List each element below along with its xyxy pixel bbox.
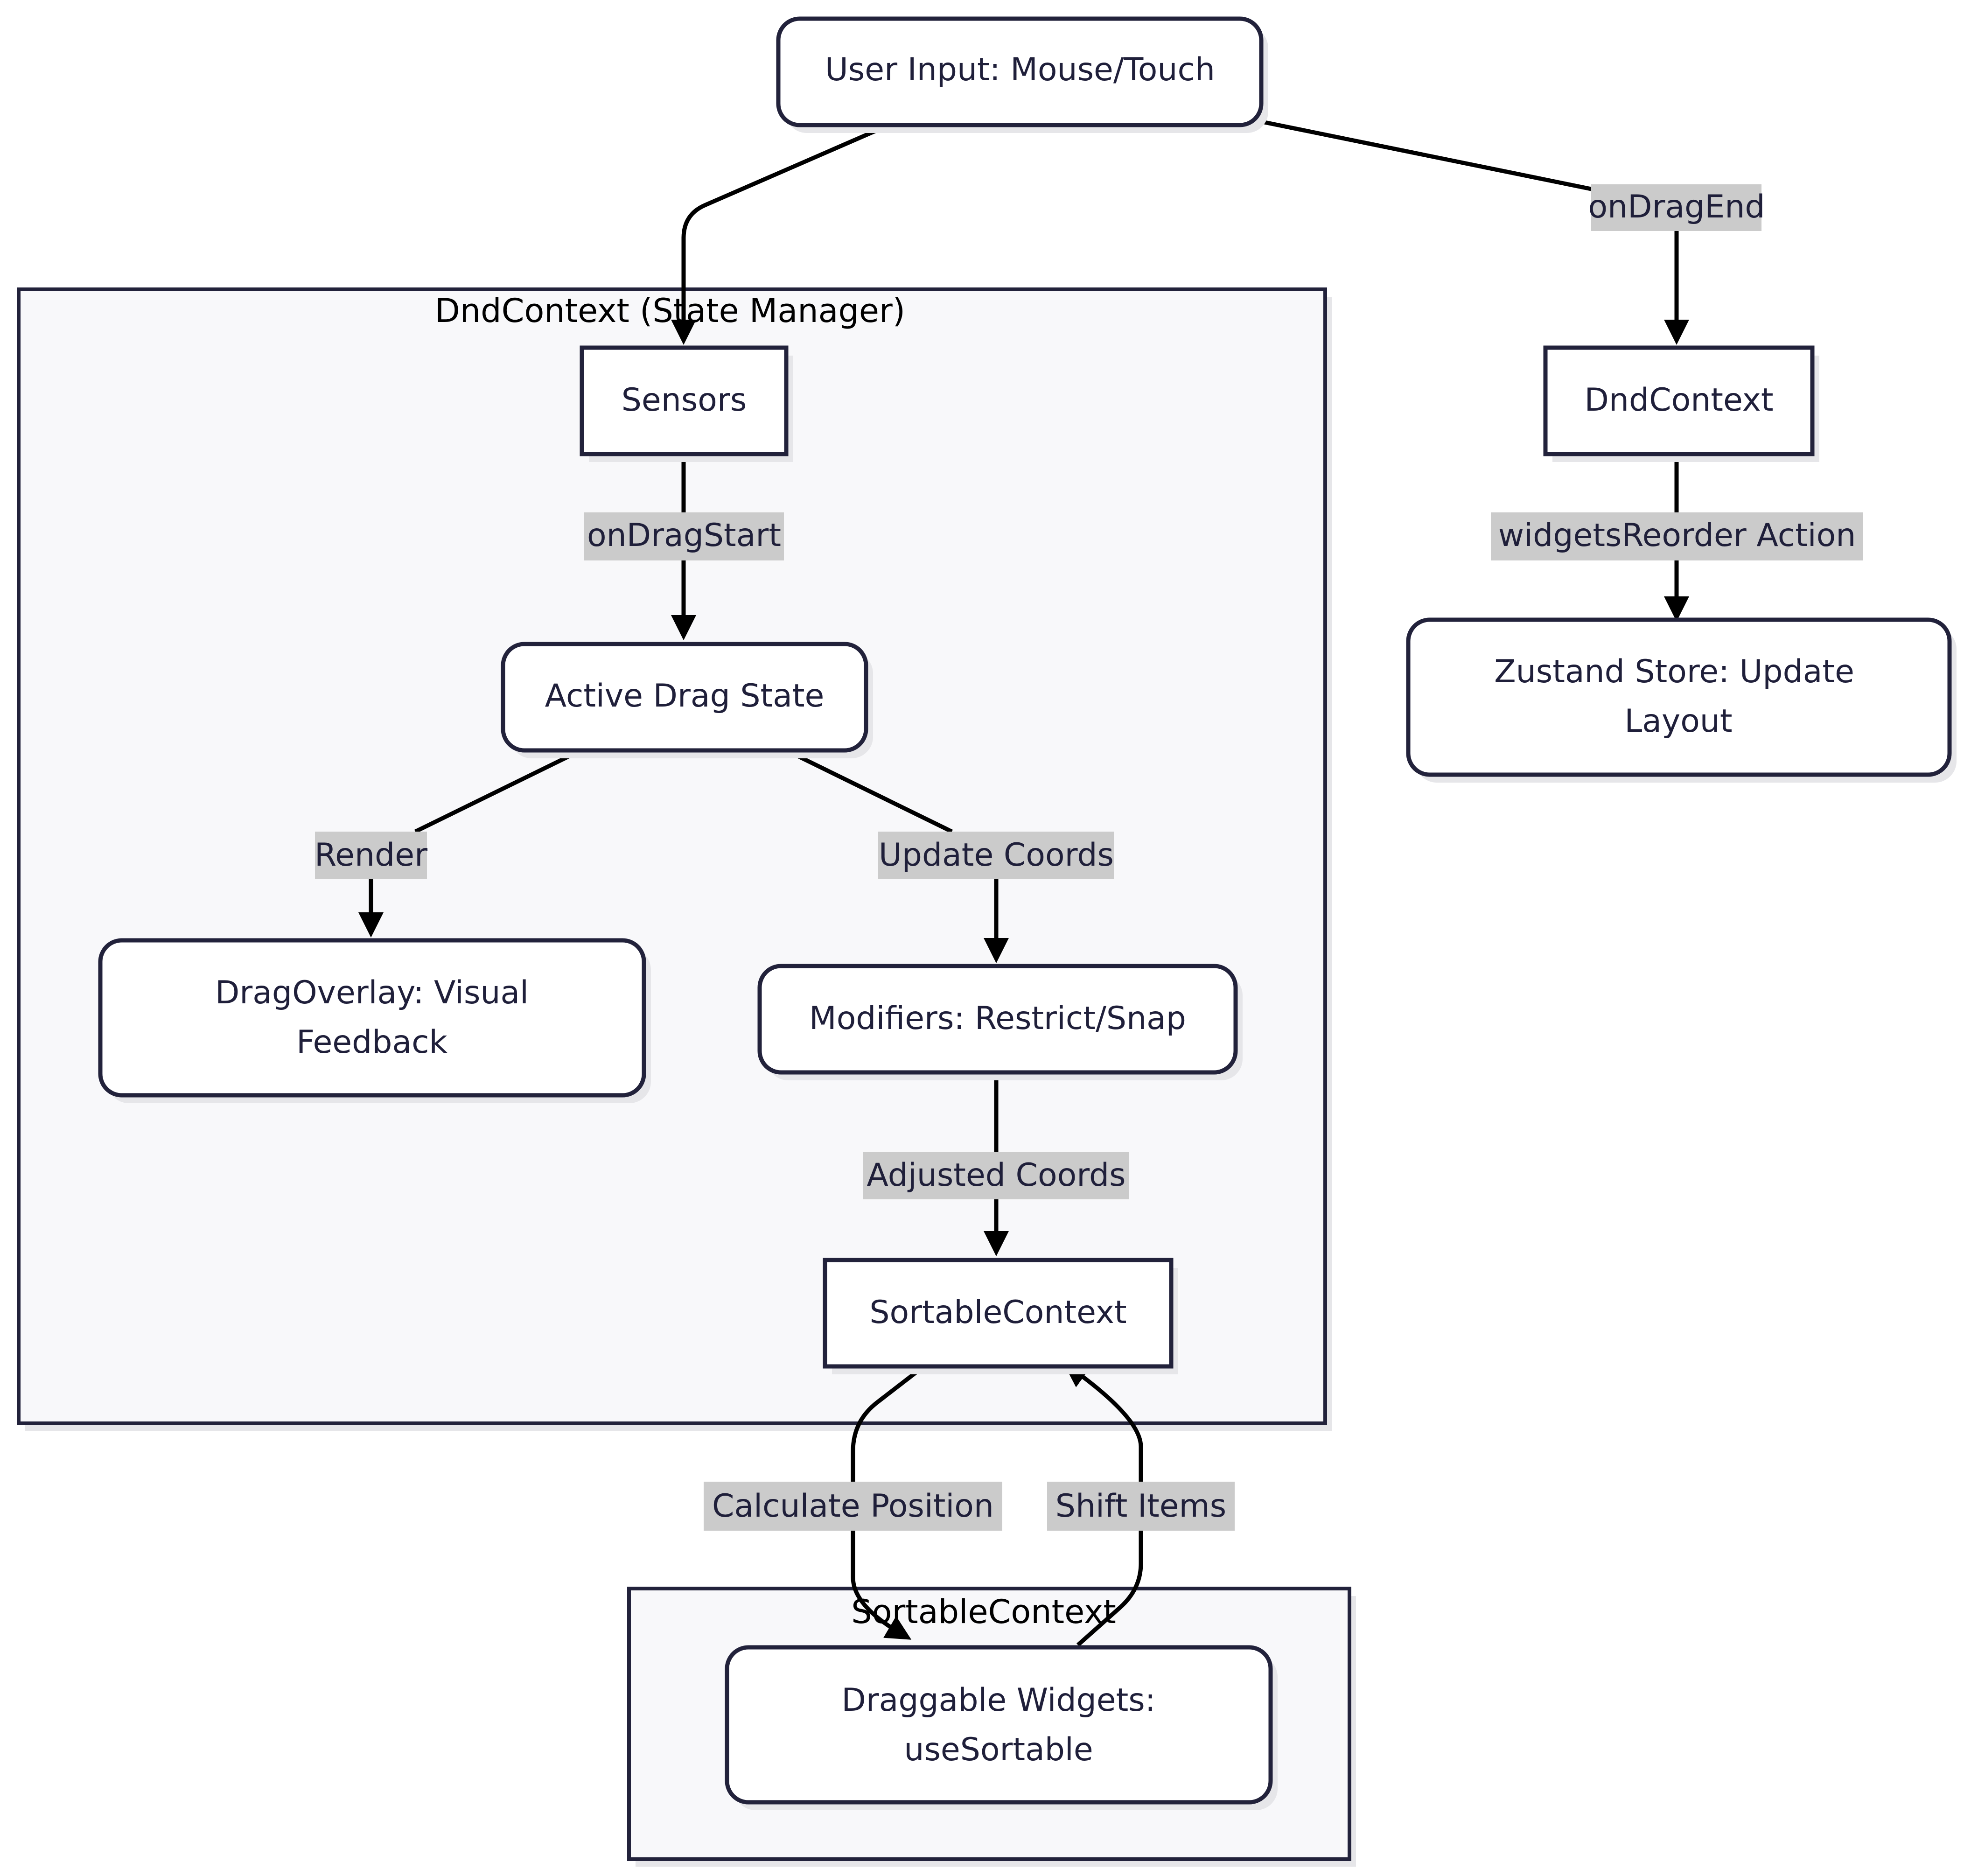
edge-label-calculate-position: Calculate Position — [704, 1482, 1002, 1531]
node-sensors: Sensors — [580, 345, 793, 462]
edge-label-on-drag-start: onDragStart — [584, 512, 784, 560]
svg-text:Shift Items: Shift Items — [1055, 1488, 1226, 1525]
edge-user-input-to-dnd-context — [1259, 119, 1689, 345]
edge-label-adjusted-coords: Adjusted Coords — [863, 1152, 1129, 1199]
node-user-input: User Input: Mouse/Touch — [776, 16, 1268, 133]
edge-label-render: Render — [315, 832, 427, 879]
node-modifiers: Modifiers: Restrict/Snap — [757, 964, 1243, 1080]
node-zustand-store: Zustand Store: Update Layout — [1406, 617, 1957, 783]
node-sortable-context: SortableContext — [823, 1258, 1178, 1374]
edge-active-drag-state-to-drag-overlay — [358, 748, 582, 938]
svg-text:Adjusted Coords: Adjusted Coords — [867, 1157, 1125, 1194]
edge-active-drag-state-to-modifiers — [785, 748, 1009, 963]
svg-text:Layout: Layout — [1624, 703, 1732, 740]
node-drag-overlay: DragOverlay: Visual Feedback — [98, 938, 651, 1103]
svg-text:Feedback: Feedback — [296, 1024, 447, 1061]
svg-text:Render: Render — [315, 837, 427, 874]
svg-text:onDragEnd: onDragEnd — [1588, 189, 1765, 225]
svg-text:Modifiers: Restrict/Snap: Modifiers: Restrict/Snap — [809, 1000, 1186, 1037]
svg-text:DndContext: DndContext — [1584, 382, 1773, 419]
svg-text:Draggable Widgets:: Draggable Widgets: — [841, 1682, 1155, 1719]
svg-text:DragOverlay: Visual: DragOverlay: Visual — [215, 974, 529, 1011]
svg-text:Update Coords: Update Coords — [879, 837, 1114, 874]
svg-text:useSortable: useSortable — [904, 1731, 1093, 1768]
edge-label-shift-items: Shift Items — [1047, 1482, 1235, 1531]
node-dnd-context: DndContext — [1543, 345, 1819, 462]
node-draggable-widgets: Draggable Widgets: useSortable — [725, 1645, 1278, 1810]
svg-text:Sensors: Sensors — [622, 382, 747, 419]
svg-text:Calculate Position: Calculate Position — [712, 1488, 994, 1525]
svg-text:onDragStart: onDragStart — [587, 517, 781, 554]
svg-text:widgetsReorder Action: widgetsReorder Action — [1498, 517, 1856, 554]
edge-draggable-widgets-to-sortable-context — [1063, 1362, 1143, 1647]
edge-label-on-drag-end: onDragEnd — [1588, 184, 1765, 231]
svg-text:Zustand Store: Update: Zustand Store: Update — [1494, 653, 1854, 690]
svg-text:SortableContext: SortableContext — [869, 1294, 1126, 1331]
edge-sortable-context-to-draggable-widgets — [851, 1363, 928, 1640]
cluster-dnd-context-title: DndContext (State Manager) — [435, 292, 905, 330]
edge-label-update-coords: Update Coords — [878, 832, 1114, 879]
svg-text:Active Drag State: Active Drag State — [545, 678, 825, 714]
svg-text:User Input: Mouse/Touch: User Input: Mouse/Touch — [825, 51, 1215, 88]
node-active-drag-state: Active Drag State — [501, 642, 873, 758]
edge-label-widgets-reorder-action: widgetsReorder Action — [1491, 512, 1863, 560]
edge-user-input-to-sensors — [671, 123, 890, 345]
